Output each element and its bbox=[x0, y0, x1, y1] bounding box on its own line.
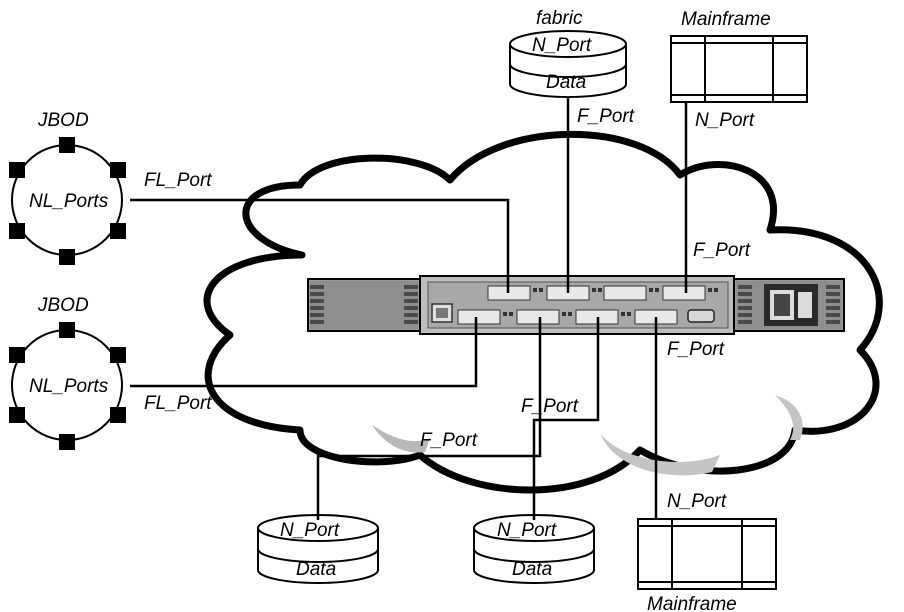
label-mainframe-top: Mainframe bbox=[681, 9, 771, 30]
jbod-loop-2 bbox=[9, 322, 126, 450]
label-disk-top-data: Data bbox=[546, 72, 586, 93]
disk-bottom-left bbox=[257, 514, 379, 584]
mainframe-bottom bbox=[637, 518, 777, 590]
fabric-switch bbox=[307, 275, 845, 335]
label-f-port-right-lower: F_Port bbox=[667, 339, 725, 360]
jbod-loop-1 bbox=[9, 137, 126, 265]
disk-top bbox=[509, 30, 627, 98]
label-disk-top-port: N_Port bbox=[532, 35, 592, 56]
label-disk-bl-data: Data bbox=[296, 559, 336, 580]
label-n-port-mainframe-bottom: N_Port bbox=[667, 491, 727, 512]
label-fabric: fabric bbox=[536, 8, 583, 29]
disk-bottom-center bbox=[473, 514, 595, 584]
label-disk-bl-port: N_Port bbox=[280, 520, 340, 541]
label-nl-ports-2: NL_Ports bbox=[29, 376, 109, 397]
label-mainframe-bottom: Mainframe bbox=[647, 594, 737, 612]
label-f-port-mid-left: F_Port bbox=[420, 430, 478, 451]
label-fl-port-1: FL_Port bbox=[144, 170, 212, 191]
label-disk-bc-data: Data bbox=[512, 559, 552, 580]
label-jbod-1: JBOD bbox=[37, 110, 89, 131]
connection-lines bbox=[130, 97, 688, 520]
label-f-port-top: F_Port bbox=[577, 106, 635, 127]
text-labels: fabric Mainframe Mainframe JBOD JBOD NL_… bbox=[29, 8, 771, 612]
label-n-port-mainframe-top: N_Port bbox=[695, 110, 755, 131]
fabric-cloud bbox=[203, 130, 883, 494]
label-f-port-right-upper: F_Port bbox=[693, 240, 751, 261]
label-jbod-2: JBOD bbox=[37, 295, 89, 316]
label-disk-bc-port: N_Port bbox=[497, 520, 557, 541]
mainframe-top bbox=[670, 35, 808, 103]
label-f-port-mid-center: F_Port bbox=[521, 396, 579, 417]
label-fl-port-2: FL_Port bbox=[144, 393, 212, 414]
label-nl-ports-1: NL_Ports bbox=[29, 191, 109, 212]
